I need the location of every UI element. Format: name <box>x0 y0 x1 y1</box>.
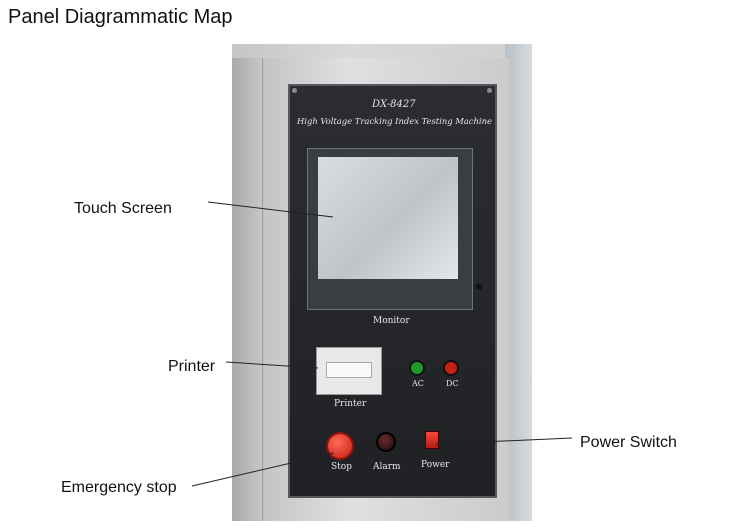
diagram-title: Panel Diagrammatic Map <box>8 6 233 28</box>
model-label: DX-8427 <box>372 99 416 110</box>
callout-emergency-stop: Emergency stop <box>61 479 177 496</box>
emergency-stop-button[interactable] <box>326 432 354 460</box>
printer-label: Printer <box>334 399 367 409</box>
stop-label: Stop <box>331 462 352 472</box>
monitor-label: Monitor <box>373 316 410 326</box>
panel-knob <box>476 284 482 290</box>
ac-indicator-lamp <box>409 360 425 376</box>
dc-indicator-lamp <box>443 360 459 376</box>
background-wall <box>505 44 532 521</box>
alarm-label: Alarm <box>373 462 401 472</box>
power-label: Power <box>421 460 450 470</box>
panel-screw <box>292 88 297 93</box>
callout-power-switch: Power Switch <box>580 434 677 451</box>
printer-paper-slot <box>326 362 372 378</box>
ac-label: AC <box>412 379 424 388</box>
touch-screen[interactable] <box>318 157 458 279</box>
callout-printer: Printer <box>168 358 216 375</box>
machine-name-label: High Voltage Tracking Index Testing Mach… <box>297 116 492 126</box>
callout-touch-screen: Touch Screen <box>74 200 172 217</box>
panel-screw <box>487 88 492 93</box>
power-switch[interactable] <box>425 431 439 449</box>
dc-label: DC <box>446 379 459 388</box>
alarm-indicator <box>376 432 396 452</box>
